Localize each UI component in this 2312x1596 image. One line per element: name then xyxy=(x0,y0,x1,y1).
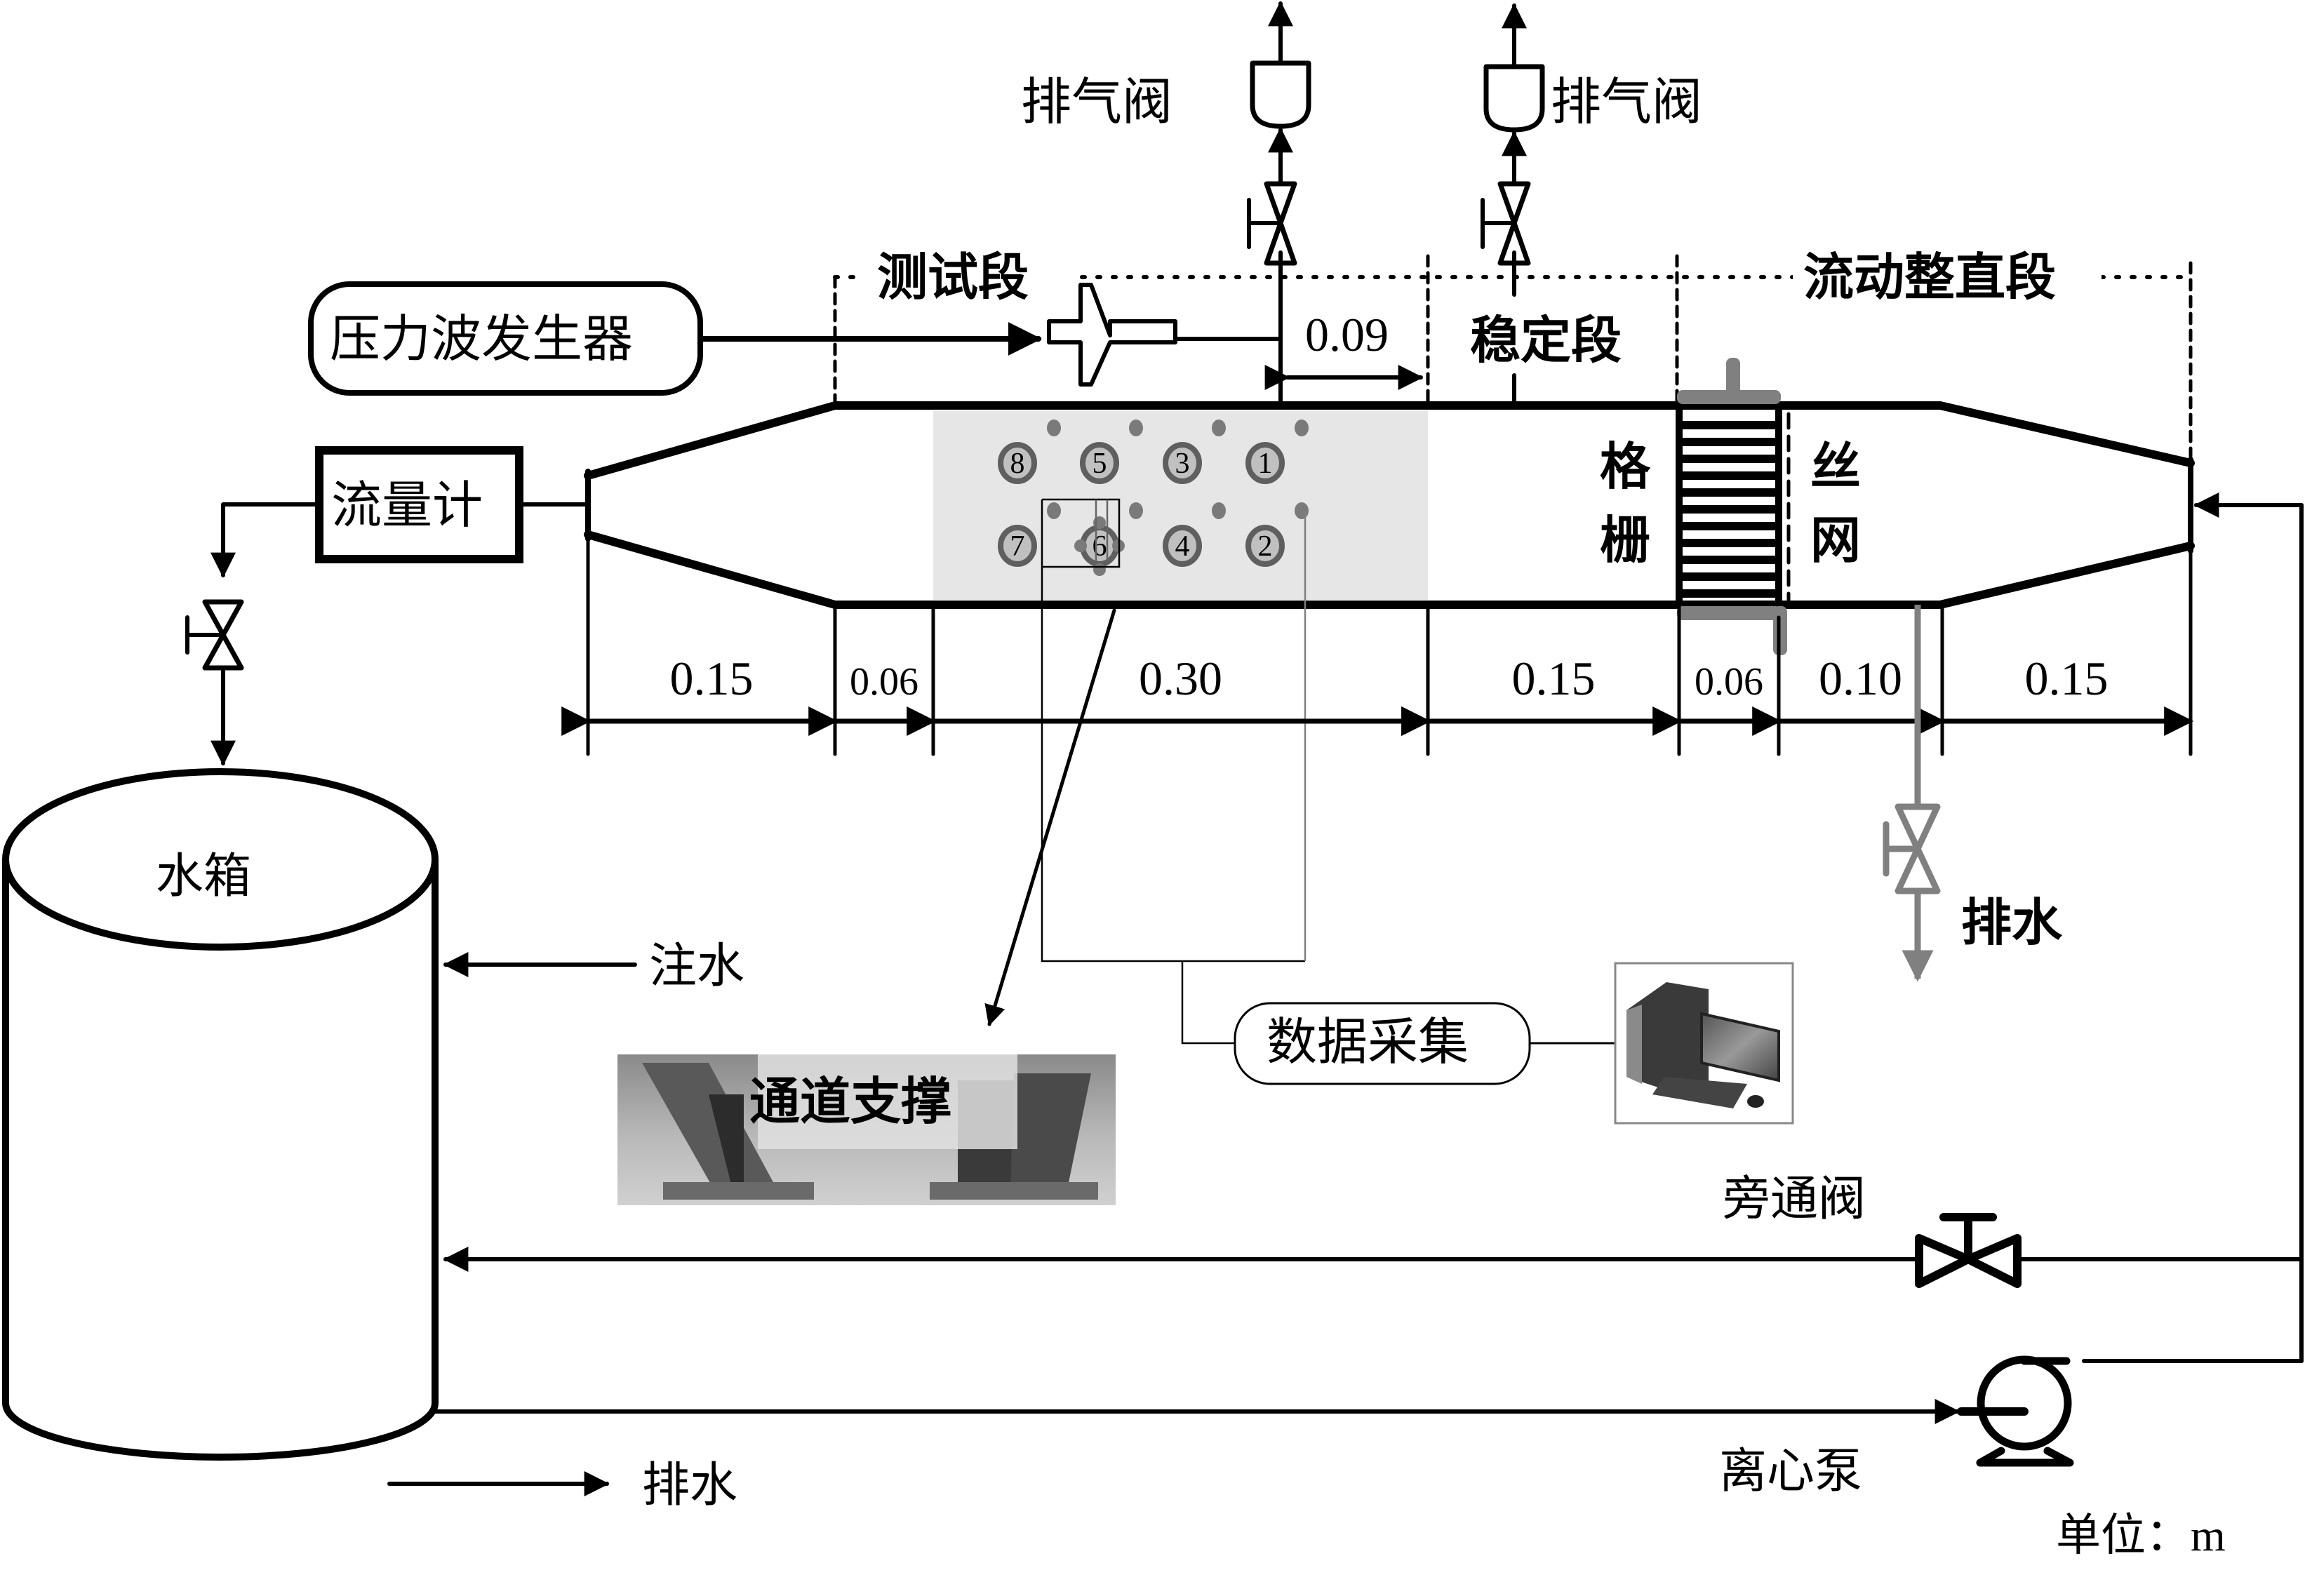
sensor-number: 1 xyxy=(1258,448,1273,480)
sensor-number: 8 xyxy=(1010,448,1025,480)
vent-valve-left[interactable] xyxy=(1247,1,1311,408)
sensor-port-dot xyxy=(1047,502,1061,519)
vent-valve-right-label: 排气阀 xyxy=(1551,74,1702,130)
sensor-port-dot xyxy=(1295,420,1309,436)
sensor-port-dot xyxy=(1129,420,1143,436)
sensor-port-dot xyxy=(1212,420,1226,436)
dimension-generator-offset: 0.09 xyxy=(1305,308,1389,361)
data-acquisition-label: 数据采集 xyxy=(1267,1014,1469,1071)
grid-bar xyxy=(1679,539,1779,547)
pressure-sensor[interactable] xyxy=(998,442,1037,484)
grid-bar xyxy=(1679,589,1779,598)
grid-label-1: 格 xyxy=(1600,439,1651,495)
centrifugal-pump[interactable] xyxy=(1957,1355,2074,1467)
grid-icon xyxy=(1676,402,1782,608)
grid-bar xyxy=(1679,438,1779,446)
sensor-port-dot xyxy=(1295,502,1309,519)
pressure-sensor[interactable] xyxy=(1245,525,1285,567)
sensor-port-dot xyxy=(1129,502,1143,519)
test-section-area xyxy=(933,410,1428,600)
sensor-number: 3 xyxy=(1175,448,1190,480)
bypass-valve-label: 旁通阀 xyxy=(1723,1172,1866,1226)
bypass-valve[interactable] xyxy=(1915,1213,2022,1288)
dimension-label: 0.30 xyxy=(1139,652,1222,705)
pressure-sensor[interactable] xyxy=(1163,525,1202,567)
sensor-port-dot xyxy=(1074,539,1087,552)
pressure-sensor[interactable] xyxy=(998,525,1037,567)
grid-label-2: 栅 xyxy=(1600,513,1650,569)
flow-straightening-section-label: 流动整直段 xyxy=(1803,250,2056,306)
pressure-sensor[interactable] xyxy=(1080,442,1119,484)
computer-icon xyxy=(1614,962,1794,1125)
pressure-wave-generator-label: 压力波发生器 xyxy=(330,311,633,368)
sensor-port-dot xyxy=(1093,516,1106,529)
channel-support-photo xyxy=(617,1054,1116,1205)
sensor-number: 6 xyxy=(1092,530,1107,563)
test-section-label: 测试段 xyxy=(877,250,1029,306)
sensor-port-dot xyxy=(1047,420,1061,436)
grid-bar xyxy=(1679,572,1779,581)
flow-meter-box[interactable] xyxy=(315,446,523,563)
channel-support-label: 通道支撑 xyxy=(749,1074,951,1130)
dimension-label: 0.06 xyxy=(1695,660,1763,704)
sensor-wiring xyxy=(1041,498,1307,1045)
sensor-port-dot xyxy=(1212,502,1226,519)
section-boundaries xyxy=(833,249,2193,458)
pressure-sensor[interactable] xyxy=(1163,442,1202,484)
vent-valve-right[interactable] xyxy=(1481,3,1545,408)
pressure-sensors: 8 5 3 1 7 6 4 2 xyxy=(998,420,1309,576)
drain-tank-label: 排水 xyxy=(642,1458,737,1512)
grid-bar xyxy=(1679,488,1779,497)
dimension-label: 0.15 xyxy=(2025,652,2109,705)
stabilization-section-label: 稳定段 xyxy=(1470,313,1622,369)
sensor-number: 2 xyxy=(1258,530,1273,563)
grid-bar xyxy=(1679,471,1779,480)
water-tank[interactable] xyxy=(2,768,439,1461)
dimension-label: 0.10 xyxy=(1819,652,1902,705)
sensor-number: 7 xyxy=(1010,530,1025,563)
dimension-label: 0.15 xyxy=(670,652,754,705)
grid-bar xyxy=(1679,421,1779,429)
injector-icon xyxy=(1047,283,1283,387)
wire-mesh-label-1: 丝 xyxy=(1810,439,1861,495)
sensor-number: 5 xyxy=(1092,448,1107,480)
vent-valve-left-label: 排气阀 xyxy=(1021,74,1172,130)
unit-label: 单位：m xyxy=(2056,1510,2226,1560)
grid-bar xyxy=(1679,455,1779,463)
drain-valve[interactable] xyxy=(1883,605,1941,982)
sensor-port-dot xyxy=(1093,563,1106,576)
sensor-number: 4 xyxy=(1175,530,1190,563)
grid-bar xyxy=(1679,522,1779,530)
centrifugal-pump-label: 离心泵 xyxy=(1719,1444,1862,1498)
wire-mesh-label-2: 网 xyxy=(1810,513,1861,569)
water-tank-label: 水箱 xyxy=(156,850,251,903)
grid-bar xyxy=(1679,556,1779,564)
dimension-label: 0.15 xyxy=(1512,652,1596,705)
dimension-label: 0.06 xyxy=(850,660,918,704)
inlet-valve[interactable] xyxy=(185,599,244,671)
water-inlet-label: 注水 xyxy=(649,939,744,993)
dimension-arrows: 0.15 0.06 0.30 0.15 0.06 0.10 0.15 xyxy=(561,652,2194,736)
pressure-sensor[interactable] xyxy=(1245,442,1285,484)
grid-bar xyxy=(1679,505,1779,514)
flow-meter-label: 流量计 xyxy=(331,478,483,534)
drain-pipe-label: 排水 xyxy=(1961,895,2063,951)
